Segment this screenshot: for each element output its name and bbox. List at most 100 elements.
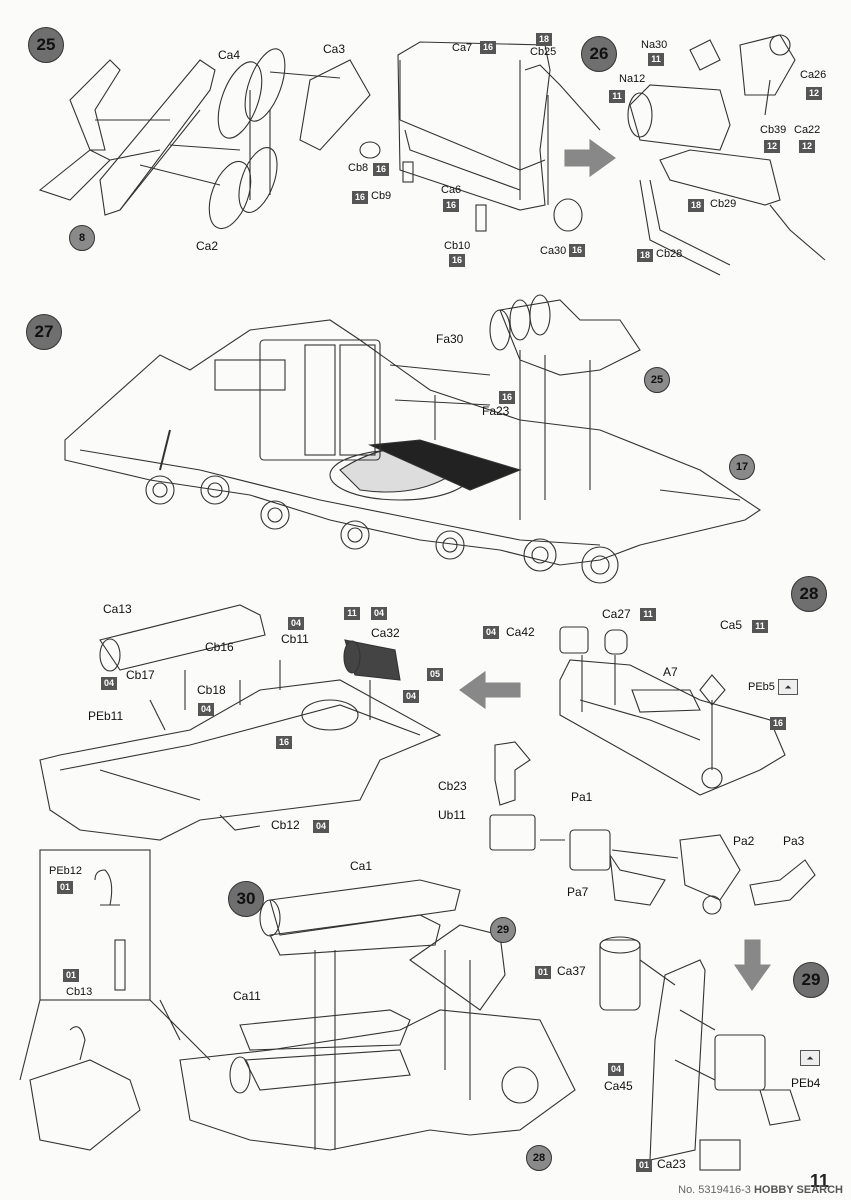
chip-11: 11 [752,620,768,633]
label-pa3: Pa3 [783,834,805,848]
label-ca7: Ca7 [452,42,473,54]
chip-04: 04 [403,690,419,703]
label-na12: Na12 [619,73,646,85]
chip-16: 16 [569,244,585,257]
chip-12: 12 [806,87,822,100]
step-28: 28 [791,576,827,612]
ref-25: 25 [644,367,670,393]
label-peb4: PEb4 [791,1076,821,1090]
chip-16: 16 [352,191,368,204]
chip-16: 16 [770,717,786,730]
pa-parts-drawing [489,741,816,915]
step25-box-drawing [359,41,601,232]
page-number: 11 [809,1171,829,1191]
label-ca13: Ca13 [103,602,132,616]
step-29: 29 [793,962,829,998]
label-peb11: PEb11 [88,709,124,723]
label-ca2: Ca2 [196,239,219,253]
label-cb23: Cb23 [438,779,467,793]
step-26: 26 [581,36,617,72]
chip-11: 11 [609,90,625,103]
label-ca42: Ca42 [506,625,535,639]
ref-17: 17 [729,454,755,480]
pe-part-icon: ⏶ [778,679,798,695]
ref-29: 29 [490,917,516,943]
label-cb11: Cb11 [281,632,309,646]
chip-16: 16 [276,736,292,749]
label-ca11: Ca11 [233,989,261,1003]
label-cb9: Cb9 [371,190,392,202]
label-ca23: Ca23 [657,1157,686,1171]
step29-drawing [599,936,801,1171]
label-cb25: Cb25 [530,46,557,58]
label-fa30: Fa30 [436,332,464,346]
chip-11: 11 [648,53,664,66]
inset-drawing [19,849,211,1151]
label-cb8: Cb8 [348,162,369,174]
chip-16: 16 [373,163,389,176]
chip-16: 16 [449,254,465,267]
chip-01: 01 [636,1159,652,1172]
label-cb16: Cb16 [205,640,234,654]
step27-hull-drawing [64,294,761,584]
step28-assembly-drawing [39,604,442,841]
label-cb29: Cb29 [710,198,737,210]
label-ub11: Ub11 [438,808,466,822]
chip-04: 04 [313,820,329,833]
chip-11: 11 [640,608,656,621]
watermark-brand: HOBBY SEARCH [753,1184,843,1196]
chip-18: 18 [637,249,653,262]
chip-11: 11 [344,607,360,620]
label-ca45: Ca45 [604,1079,633,1093]
label-pa1: Pa1 [571,790,593,804]
chip-12: 12 [764,140,780,153]
label-ca32: Ca32 [371,626,400,640]
pe-part-icon: ⏶ [800,1050,820,1066]
label-pa2: Pa2 [733,834,755,848]
chip-16: 16 [443,199,459,212]
label-ca6: Ca6 [441,184,462,196]
label-ca27: Ca27 [602,607,631,621]
label-peb12: PEb12 [49,865,83,877]
label-ca5: Ca5 [720,618,743,632]
arrow-right [564,138,616,178]
chip-04: 04 [371,607,387,620]
chip-01: 01 [63,969,79,982]
ref-8: 8 [69,225,95,251]
arrow-down [733,939,772,991]
chip-04: 04 [608,1063,624,1076]
arrow-left [459,670,521,710]
label-ca37: Ca37 [557,964,586,978]
label-cb39: Cb39 [760,124,787,136]
chip-01: 01 [57,881,73,894]
chip-18: 18 [536,33,552,46]
step30-drawing [159,879,576,1151]
label-na30: Na30 [641,39,668,51]
label-fa23: Fa23 [482,404,510,418]
step28-floor-drawing [559,626,786,796]
chip-04: 04 [101,677,117,690]
chip-04: 04 [198,703,214,716]
ref-28: 28 [526,1145,552,1171]
label-a7: A7 [663,665,678,679]
step25-rack-drawing [38,48,371,230]
step26-exhaust-drawing [627,34,826,276]
label-peb5: PEb5 [748,681,775,693]
watermark: No. 5319416-3 HOBBY SEARCH [678,1184,843,1196]
label-ca26: Ca26 [800,69,827,81]
chip-05: 05 [427,668,443,681]
label-cb10: Cb10 [444,240,471,252]
chip-04: 04 [288,617,304,630]
label-ca3: Ca3 [323,42,346,56]
label-cb28: Cb28 [656,248,683,260]
chip-16: 16 [480,41,496,54]
label-ca22: Ca22 [794,124,821,136]
step-30: 30 [228,881,264,917]
label-cb12: Cb12 [271,818,300,832]
label-ca30: Ca30 [540,245,567,257]
chip-16: 16 [499,391,515,404]
label-cb17: Cb17 [126,668,155,682]
label-cb18: Cb18 [197,683,226,697]
